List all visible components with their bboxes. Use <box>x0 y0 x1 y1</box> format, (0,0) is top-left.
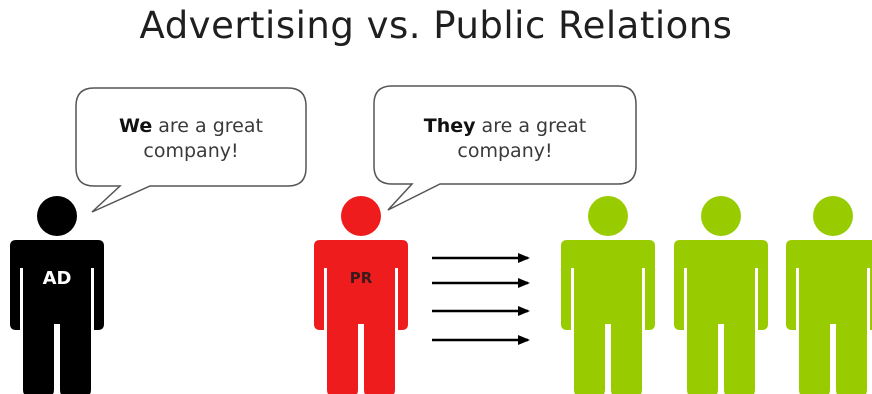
audience-person-3 <box>786 196 872 394</box>
ad-person-figure <box>10 196 104 394</box>
ad-bubble-rest: are a great <box>152 115 263 137</box>
diagram-title: Advertising vs. Public Relations <box>139 4 733 47</box>
pr-bubble-text: They are a great company! <box>374 114 636 164</box>
ad-bubble-bold: We <box>119 115 153 137</box>
ad-bubble-line-1: We are a great <box>76 114 306 139</box>
audience-person-1 <box>561 196 655 394</box>
audience-person-2 <box>674 196 768 394</box>
ad-figure-label: AD <box>42 268 72 289</box>
pr-bubble-line-1: They are a great <box>374 114 636 139</box>
ad-bubble-line-2: company! <box>143 140 239 162</box>
pr-person-figure <box>314 196 408 394</box>
pr-bubble-bold: They <box>423 115 476 137</box>
ad-speech-bubble <box>75 87 307 213</box>
pr-bubble-rest: are a great <box>475 115 587 137</box>
communication-arrows <box>432 253 530 345</box>
audience-group <box>561 196 872 394</box>
ad-bubble-text: We are a great company! <box>76 114 306 164</box>
pr-speech-bubble <box>373 85 637 211</box>
pr-figure-label: PR <box>349 269 373 287</box>
pr-bubble-line-2: company! <box>457 140 553 162</box>
